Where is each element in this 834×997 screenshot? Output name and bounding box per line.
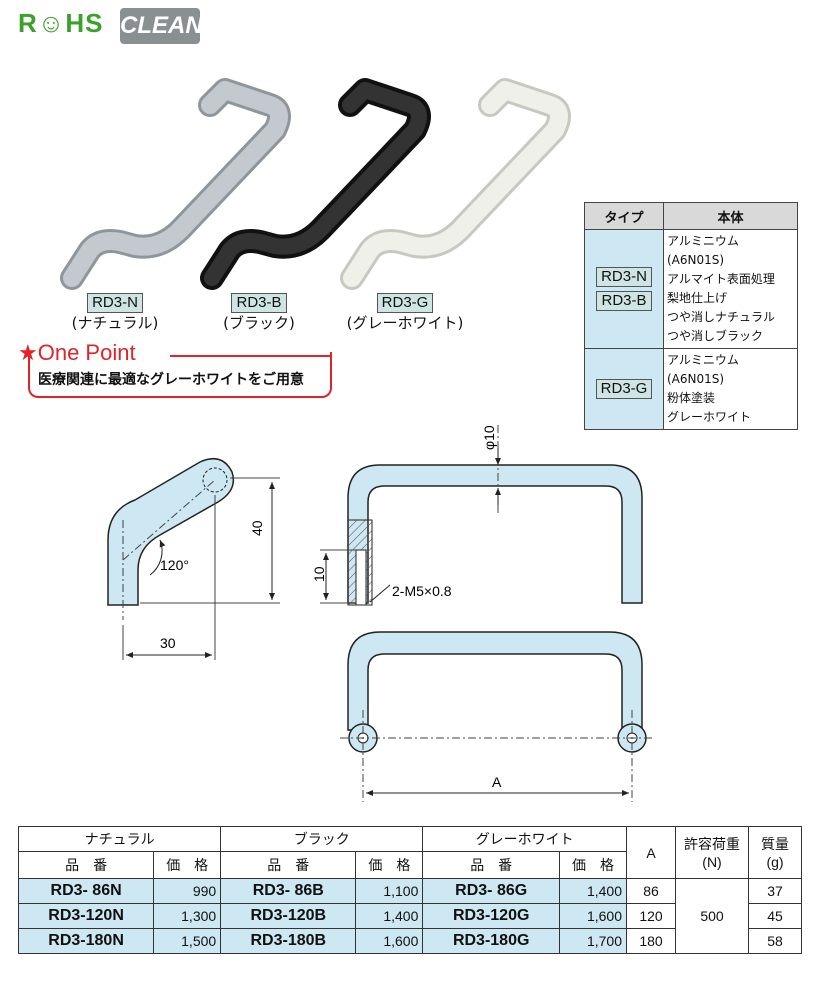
spec-line: 粉体塗装 [667,391,716,405]
product-name: (ブラック) [223,314,295,332]
spec-line: アルミニウム(A6N01S) [667,234,739,267]
spec-line: アルマイト表面処理 [667,272,775,286]
group-header-black: ブラック [220,826,424,852]
body-spec: アルミニウム(A6N01S) アルマイト表面処理 梨地仕上げ つや消しナチュラル… [663,229,798,349]
product-images [60,78,571,290]
rohs-logo: R☺HS [18,8,104,38]
spec-line: つや消しナチュラル [667,310,776,324]
body-header: 本体 [663,202,798,230]
grey-white-price: 1,400 [559,878,627,904]
grey-white-code: RD3- 86G [422,878,560,904]
body-spec: アルミニウム(A6N01S) 粉体塗装 グレーホワイト [663,348,798,430]
product-image-natural [60,78,291,290]
dim-10: 10 [311,566,327,582]
spec-line: つや消しブラック [667,329,764,343]
product-code: RD3-G [376,293,434,313]
product-label-grey-white: RD3-G (グレーホワイト) [330,292,480,333]
group-header-natural: ナチュラル [17,826,222,852]
dim-40: 40 [249,520,265,536]
one-point-divider [170,355,330,357]
dim-A: A [492,774,502,790]
table-row: RD3-120N 1,300 RD3-120B 1,400 RD3-120G 1… [17,903,802,929]
product-name: (ナチュラル) [71,314,159,332]
grey-white-code: RD3-120G [422,903,560,929]
load-value: 500 [675,878,749,954]
mass-value: 58 [748,928,802,954]
top-view: A [340,631,655,802]
sub-header-price: 価 格 [153,851,222,879]
col-A-header: A [626,826,676,879]
col-load-header: 許容荷重 (N) [675,826,749,879]
group-header-grey-white: グレーホワイト [422,826,627,852]
black-price: 1,400 [355,903,424,929]
type-code: RD3-N [596,267,652,287]
natural-price: 1,500 [153,928,222,954]
product-image-grey-white [340,78,571,290]
one-point-box [28,352,332,398]
spec-table: ナチュラル ブラック グレーホワイト A 許容荷重 (N) 質量 (g) 品 番… [17,826,802,954]
natural-price: 990 [153,878,222,904]
product-code: RD3-B [231,293,287,313]
sub-header-code: 品 番 [17,851,155,879]
dim-phi10: φ10 [481,425,497,450]
black-code: RD3- 86B [220,878,357,904]
spec-line: グレーホワイト [667,410,752,424]
sub-header-price: 価 格 [355,851,424,879]
grey-white-code: RD3-180G [422,928,560,954]
black-price: 1,600 [355,928,424,954]
mass-value: 45 [748,903,802,929]
one-point-title: ★One Point [18,340,136,365]
sub-header-price: 価 格 [559,851,627,879]
sub-header-code: 品 番 [422,851,560,879]
col-mass-header: 質量 (g) [748,826,802,879]
type-header: タイプ [584,202,664,230]
dim-30: 30 [160,635,176,651]
black-price: 1,100 [355,878,424,904]
natural-code: RD3-180N [17,928,155,954]
product-label-black: RD3-B (ブラック) [184,292,334,333]
dim-A-value: 180 [626,928,676,954]
side-view: 120° 40 30 [107,457,280,660]
clean-logo: CLEAN [120,8,203,44]
spec-line: アルミニウム(A6N01S) [667,353,739,386]
thread-label: 2-M5×0.8 [392,583,452,599]
natural-code: RD3- 86N [17,878,155,904]
product-image-black [200,78,431,290]
front-view: φ10 10 2-M5×0.8 [311,425,643,606]
type-codes: RD3-G [584,348,664,430]
black-code: RD3-180B [220,928,357,954]
product-label-natural: RD3-N (ナチュラル) [40,292,190,333]
product-name: (グレーホワイト) [346,314,464,332]
natural-price: 1,300 [153,903,222,929]
angle-label: 120° [160,557,189,573]
spec-line: 梨地仕上げ [667,291,728,305]
natural-code: RD3-120N [17,903,155,929]
type-codes: RD3-N RD3-B [584,229,664,349]
one-point-text: 医療関連に最適なグレーホワイトをご用意 [38,372,304,388]
dim-A-value: 86 [626,878,676,904]
table-row: RD3- 86N 990 RD3- 86B 1,100 RD3- 86G 1,4… [17,878,802,954]
grey-white-price: 1,700 [559,928,627,954]
black-code: RD3-120B [220,903,357,929]
product-code: RD3-N [87,293,143,313]
type-code: RD3-B [596,291,652,311]
technical-drawing: 120° 40 30 φ10 10 2-M5×0.8 A [107,425,655,802]
table-row: RD3-180N 1,500 RD3-180B 1,600 RD3-180G 1… [17,928,802,954]
type-table: タイプ 本体 RD3-N RD3-B アルミニウム(A6N01S) アルマイト表… [584,202,798,430]
grey-white-price: 1,600 [559,903,627,929]
dim-A-value: 120 [626,903,676,929]
mass-value: 37 [748,878,802,904]
type-code: RD3-G [595,379,653,399]
sub-header-code: 品 番 [220,851,357,879]
